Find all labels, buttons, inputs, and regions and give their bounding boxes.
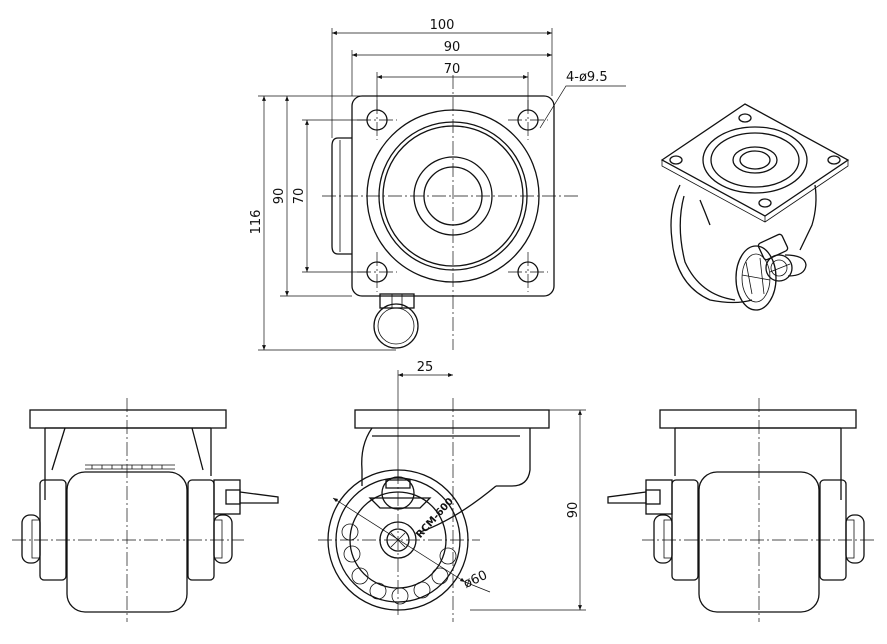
dim-116: 116 xyxy=(249,210,264,235)
front-view-right xyxy=(607,398,874,622)
dim-holes: 4-ø9.5 xyxy=(566,70,608,85)
top-view: 100 90 70 4-ø9.5 116 90 70 xyxy=(249,18,626,351)
dim-90-left: 90 xyxy=(272,188,287,205)
dim-wheel-diameter: ø60 xyxy=(461,568,490,592)
dim-overall-90: 90 xyxy=(566,502,581,519)
side-view: RCM-600 25 90 ø60 xyxy=(318,360,586,622)
dim-90-top: 90 xyxy=(444,40,461,55)
dim-70-left: 70 xyxy=(292,188,307,205)
dim-25: 25 xyxy=(417,360,434,375)
dim-70-top: 70 xyxy=(444,62,461,77)
front-view-left xyxy=(12,398,279,622)
isometric-view xyxy=(660,103,850,311)
dim-100: 100 xyxy=(430,18,455,33)
